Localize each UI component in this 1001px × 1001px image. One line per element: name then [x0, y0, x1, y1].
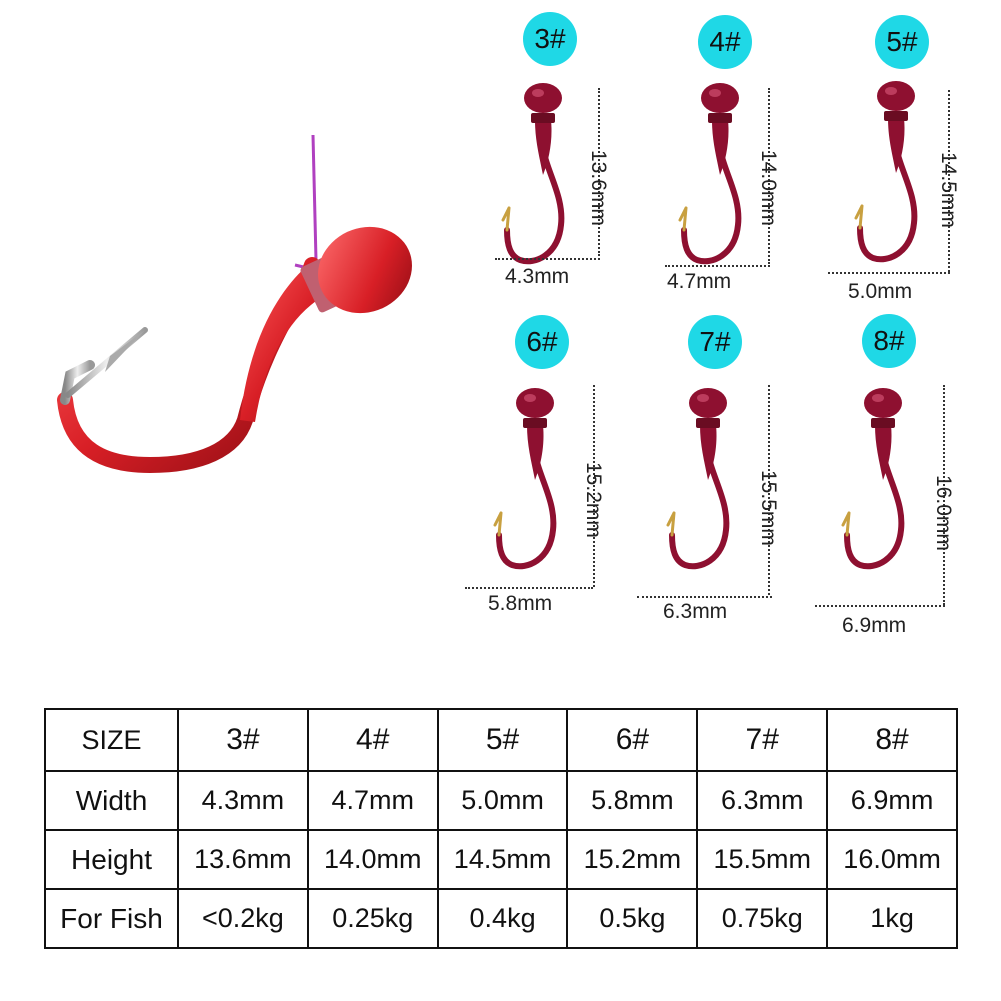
- size-badge-6: 6#: [515, 315, 569, 369]
- cell-width-4: 4.7mm: [306, 770, 439, 831]
- width-dimension-line: [828, 272, 950, 274]
- width-label: 5.0mm: [848, 280, 913, 303]
- cell-fish-4: 0.25kg: [306, 888, 439, 949]
- cell-fish-7: 0.75kg: [696, 888, 829, 949]
- size-spec-table: SIZE 3# 4# 5# 6# 7# 8# Width 4.3mm 4.7mm…: [44, 708, 958, 949]
- table-row-size: SIZE 3# 4# 5# 6# 7# 8#: [44, 708, 958, 772]
- height-dimension-line: [768, 385, 770, 595]
- size-badge-4: 4#: [698, 15, 752, 69]
- cell-width-8: 6.9mm: [826, 770, 958, 831]
- height-label: 15.2mm: [582, 462, 605, 538]
- height-label: 13.6mm: [587, 150, 610, 226]
- height-dimension-line: [948, 90, 950, 272]
- cell-width-6: 5.8mm: [566, 770, 699, 831]
- size-badge-7: 7#: [688, 315, 742, 369]
- width-label: 5.8mm: [488, 592, 553, 615]
- large-hook-illustration: [57, 134, 412, 474]
- fishing-line-icon: [294, 134, 326, 274]
- small-hook-icon-6: [493, 388, 557, 570]
- bead-head-icon: [300, 226, 412, 314]
- table-row-for-fish: For Fish <0.2kg 0.25kg 0.4kg 0.5kg 0.75k…: [44, 888, 958, 949]
- width-dimension-line: [465, 587, 593, 589]
- height-dimension-line: [943, 385, 945, 605]
- height-dimension-line: [598, 88, 600, 256]
- small-hook-icon-3: [501, 83, 565, 265]
- width-dimension-line: [495, 258, 600, 260]
- height-label: 14.0mm: [757, 150, 780, 226]
- row-header-for-fish: For Fish: [44, 888, 179, 949]
- table-row-height: Height 13.6mm 14.0mm 14.5mm 15.2mm 15.5m…: [44, 829, 958, 890]
- cell-height-6: 15.2mm: [566, 829, 699, 890]
- cell-height-8: 16.0mm: [826, 829, 958, 890]
- hook-body-icon: [57, 257, 335, 474]
- cell-size-5: 5#: [436, 708, 569, 772]
- width-label: 4.7mm: [667, 270, 732, 293]
- cell-height-4: 14.0mm: [306, 829, 439, 890]
- size-badge-5: 5#: [875, 15, 929, 69]
- cell-fish-8: 1kg: [826, 888, 958, 949]
- height-dimension-line: [593, 385, 595, 587]
- cell-height-7: 15.5mm: [696, 829, 829, 890]
- cell-size-8: 8#: [826, 708, 958, 772]
- small-hook-icon-4: [678, 83, 742, 265]
- cell-fish-5: 0.4kg: [436, 888, 569, 949]
- height-label: 16.0mm: [932, 475, 955, 551]
- cell-size-3: 3#: [177, 708, 309, 772]
- row-header-width: Width: [44, 770, 179, 831]
- width-dimension-line: [637, 596, 772, 598]
- row-header-size: SIZE: [44, 708, 179, 772]
- cell-width-7: 6.3mm: [696, 770, 829, 831]
- table-row-width: Width 4.3mm 4.7mm 5.0mm 5.8mm 6.3mm 6.9m…: [44, 770, 958, 831]
- small-hook-icon-8: [841, 388, 905, 570]
- width-label: 6.9mm: [842, 614, 907, 637]
- cell-size-6: 6#: [566, 708, 699, 772]
- height-dimension-line: [768, 88, 770, 264]
- width-dimension-line: [815, 605, 945, 607]
- cell-fish-3: <0.2kg: [177, 888, 309, 949]
- size-badge-8: 8#: [862, 314, 916, 368]
- cell-height-5: 14.5mm: [436, 829, 569, 890]
- width-label: 6.3mm: [663, 600, 728, 623]
- height-label: 15.5mm: [757, 470, 780, 546]
- width-dimension-line: [665, 265, 770, 267]
- cell-size-7: 7#: [696, 708, 829, 772]
- cell-width-3: 4.3mm: [177, 770, 309, 831]
- height-label: 14.5mm: [937, 152, 960, 228]
- cell-height-3: 13.6mm: [177, 829, 309, 890]
- small-hook-icon-7: [666, 388, 730, 570]
- width-label: 4.3mm: [505, 265, 570, 288]
- size-badge-3: 3#: [523, 12, 577, 66]
- cell-fish-6: 0.5kg: [566, 888, 699, 949]
- cell-width-5: 5.0mm: [436, 770, 569, 831]
- small-hook-icon-5: [854, 81, 918, 263]
- row-header-height: Height: [44, 829, 179, 890]
- cell-size-4: 4#: [306, 708, 439, 772]
